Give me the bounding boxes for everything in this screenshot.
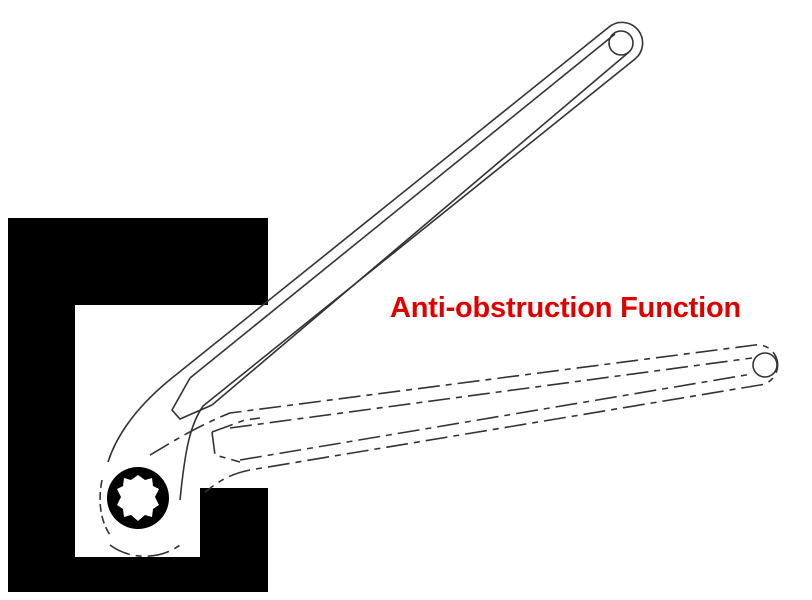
dashed-end-hole-icon [752,352,778,378]
ring-head-icon [107,467,169,529]
wrench-solid-position [99,21,644,536]
solid-end-hole-icon [608,30,634,56]
wrench-dashed-position [109,344,779,557]
obstacle-frame [8,218,268,592]
anti-obstruction-caption: Anti-obstruction Function [390,292,741,324]
